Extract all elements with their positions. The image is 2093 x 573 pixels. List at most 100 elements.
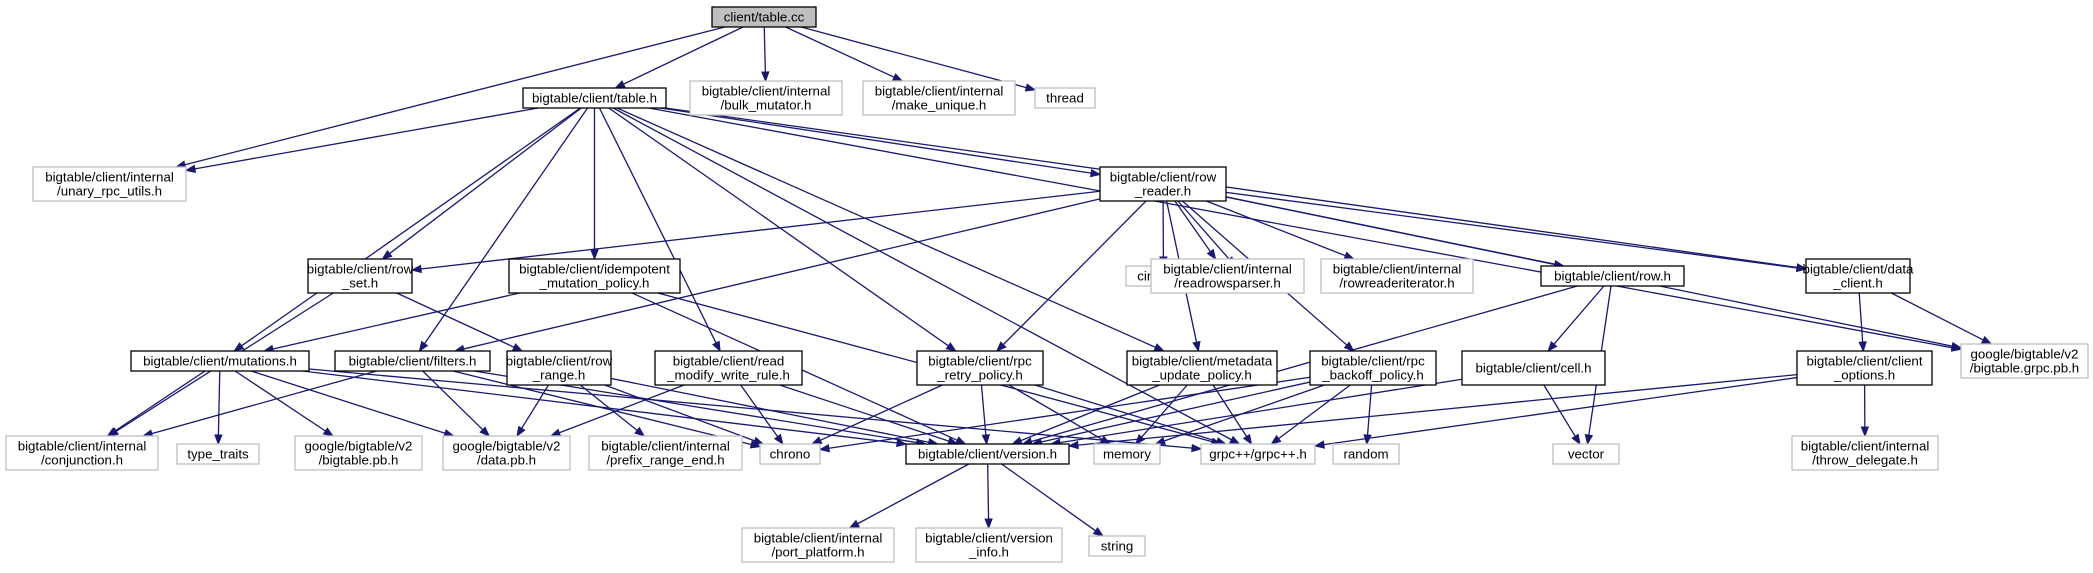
dependency-edge: [590, 108, 599, 261]
edge-line: [217, 370, 221, 436]
node-box: [915, 527, 1063, 563]
node-label: bigtable/client/cell.h: [1475, 361, 1591, 376]
edge-line: [389, 107, 582, 255]
node-rpc-retry[interactable]: bigtable/client/rpc_retry_policy.h: [916, 350, 1044, 386]
edge-arrowhead: [955, 436, 967, 445]
node-rowreaderiterator: bigtable/client/internal/rowreaderiterat…: [1320, 258, 1474, 294]
node-label: bigtable/client/internal: [1801, 439, 1930, 454]
node-make-unique: bigtable/client/internal/make_unique.h: [862, 80, 1016, 116]
node-label: /data.pb.h: [477, 453, 536, 468]
node-box: [522, 87, 667, 109]
node-box: [1960, 343, 2089, 379]
edge-arrowhead: [233, 342, 245, 352]
node-label: /port_platform.h: [771, 545, 864, 560]
edge-arrowhead: [1206, 248, 1217, 261]
edge-line: [604, 384, 755, 442]
edge-line: [579, 384, 638, 431]
edge-line: [1040, 381, 1311, 443]
edge-arrowhead: [761, 71, 770, 83]
node-bulk-mutator: bigtable/client/internal/bulk_mutator.h: [689, 80, 843, 116]
node-box: [1552, 443, 1620, 465]
node-label: _set.h: [341, 276, 378, 291]
edge-line: [1212, 384, 1248, 437]
node-label: bigtable/client/rpc: [928, 354, 1032, 369]
node-box: [689, 80, 843, 116]
edge-line: [648, 107, 1953, 349]
node-chrono: chrono: [759, 443, 821, 465]
node-label: bigtable/client/internal: [754, 531, 883, 546]
node-box: [1150, 258, 1305, 294]
edge-arrowhead: [1571, 433, 1581, 446]
edge-arrowhead: [511, 343, 524, 352]
dependency-edge: [396, 292, 524, 352]
node-row-set[interactable]: bigtable/client/row_set.h: [307, 258, 414, 294]
node-row-range[interactable]: bigtable/client/row_range.h: [506, 350, 613, 386]
dependency-edge: [984, 463, 993, 530]
node-table-h[interactable]: bigtable/client/table.h: [522, 87, 667, 109]
node-label: chrono: [770, 447, 811, 462]
dependency-edge: [740, 384, 784, 446]
node-metadata[interactable]: bigtable/client/metadata_update_policy.h: [1126, 350, 1278, 386]
dependency-edge: [234, 370, 335, 437]
node-box: [1200, 443, 1316, 465]
edge-arrowhead: [614, 80, 626, 89]
node-box: [759, 443, 821, 465]
node-label: bigtable/client/idempotent: [519, 262, 670, 277]
node-thread: thread: [1034, 87, 1096, 109]
edge-arrowhead: [1154, 436, 1166, 445]
node-label: memory: [1103, 447, 1151, 462]
node-box: [905, 443, 1070, 465]
node-label: /bigtable.pb.h: [319, 453, 399, 468]
edge-arrowhead: [810, 436, 823, 445]
node-random: random: [1332, 443, 1400, 465]
node-label: /bigtable.grpc.pb.h: [1970, 361, 2079, 376]
node-label: /prefix_range_end.h: [606, 453, 724, 468]
edge-arrowhead: [1024, 83, 1037, 92]
node-data-client[interactable]: bigtable/client/data_client.h: [1803, 258, 1914, 294]
node-box: [506, 350, 612, 386]
node-client-options[interactable]: bigtable/client/client_options.h: [1796, 350, 1933, 386]
node-box: [1093, 443, 1161, 465]
node-box: [1034, 87, 1096, 109]
node-label: _options.h: [1833, 368, 1895, 383]
edge-line: [623, 26, 744, 85]
node-row-h[interactable]: bigtable/client/row.h: [1540, 265, 1685, 287]
node-box: [1088, 535, 1146, 557]
node-label: /bulk_mutator.h: [721, 98, 812, 113]
edge-line: [616, 107, 1156, 348]
node-version-h[interactable]: bigtable/client/version.h: [905, 443, 1070, 465]
node-box: [1320, 258, 1474, 294]
node-box: [1309, 350, 1437, 386]
node-bigtable-grpc: google/bigtable/v2/bigtable.grpc.pb.h: [1960, 343, 2089, 379]
node-label: google/bigtable/v2: [1971, 347, 2079, 362]
edge-arrowhead: [995, 341, 1007, 352]
node-label: bigtable/client/internal: [45, 170, 174, 185]
node-memory: memory: [1093, 443, 1161, 465]
edge-arrowhead: [410, 264, 422, 274]
node-box: [176, 443, 260, 465]
node-label: bigtable/client/internal: [1163, 262, 1292, 277]
node-label: bigtable/client/internal: [702, 84, 831, 99]
dependency-edge: [604, 384, 765, 445]
node-idempotent[interactable]: bigtable/client/idempotent_mutation_poli…: [508, 258, 681, 294]
edge-line: [114, 370, 206, 432]
node-label: vector: [1568, 447, 1605, 462]
node-read-modify[interactable]: bigtable/client/read_modify_write_rule.h: [654, 350, 803, 386]
edge-line: [800, 26, 1027, 89]
edge-line: [1177, 200, 1230, 260]
node-mutations[interactable]: bigtable/client/mutations.h: [130, 350, 310, 372]
edge-arrowhead: [549, 428, 562, 437]
edge-arrowhead: [773, 433, 784, 446]
node-rpc-backoff[interactable]: bigtable/client/rpc_backoff_policy.h: [1309, 350, 1437, 386]
dependency-edge: [1270, 384, 1351, 445]
node-cell-h[interactable]: bigtable/client/cell.h: [1461, 350, 1606, 386]
node-filters[interactable]: bigtable/client/filters.h: [334, 350, 491, 372]
node-box: [741, 527, 895, 563]
node-row-reader[interactable]: bigtable/client/row_reader.h: [1099, 166, 1227, 202]
dependency-edge: [422, 370, 491, 437]
node-box: [442, 435, 571, 471]
dependency-edge: [1313, 376, 1798, 449]
node-table-cc[interactable]: client/table.cc: [711, 6, 817, 28]
edge-line: [308, 368, 1193, 449]
edge-line: [463, 198, 1101, 350]
